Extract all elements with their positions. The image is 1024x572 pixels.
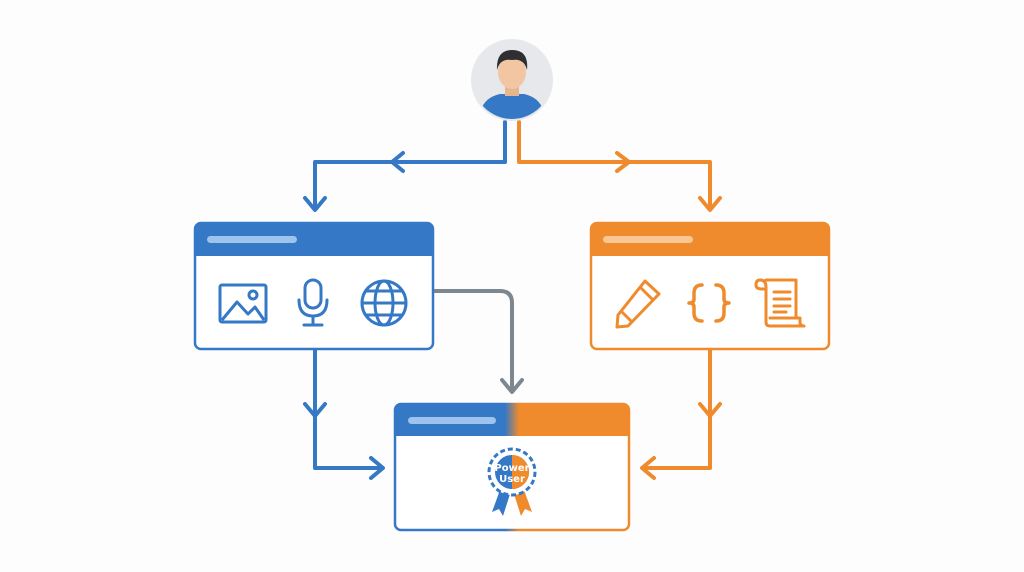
award-ribbon-badge-icon: Power User bbox=[487, 447, 537, 516]
title-bar-placeholder bbox=[207, 236, 297, 243]
image-icon bbox=[218, 283, 268, 324]
curly-braces-icon bbox=[687, 283, 731, 323]
result-window: Power User bbox=[393, 402, 631, 532]
connector-user-to-media bbox=[303, 120, 507, 212]
connector-media-to-result-blue bbox=[303, 347, 385, 480]
pen-icon bbox=[615, 279, 661, 329]
title-bar-placeholder bbox=[408, 417, 496, 424]
connector-text-code-to-result-orange bbox=[640, 347, 722, 480]
user-avatar bbox=[471, 39, 553, 121]
microphone-icon bbox=[297, 278, 329, 327]
document-scroll-icon bbox=[754, 278, 806, 328]
text-code-input-window bbox=[589, 221, 831, 351]
badge-line-1: Power bbox=[494, 463, 529, 474]
connector-media-to-result-gray bbox=[432, 289, 524, 394]
title-bar-placeholder bbox=[603, 236, 693, 243]
globe-icon bbox=[360, 279, 408, 327]
person-avatar-icon bbox=[478, 50, 546, 119]
media-input-window bbox=[193, 221, 435, 351]
badge-line-2: User bbox=[499, 474, 525, 485]
connector-user-to-text-code bbox=[517, 120, 722, 212]
